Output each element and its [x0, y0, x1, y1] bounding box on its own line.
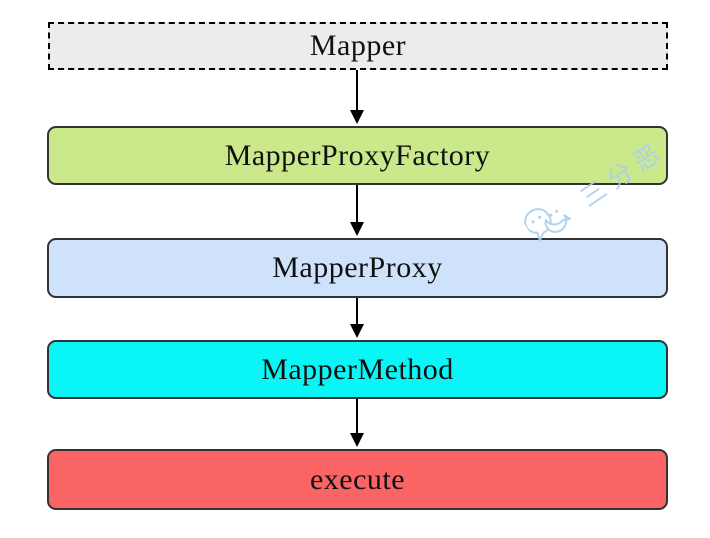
arrow-shaft: [356, 185, 358, 222]
node-mapperproxy-label: MapperProxy: [272, 251, 443, 284]
arrow-shaft: [356, 399, 358, 433]
arrow-down-4: [349, 399, 365, 447]
arrowhead-icon: [350, 324, 364, 338]
arrow-shaft: [356, 70, 358, 110]
arrow-shaft: [356, 298, 358, 324]
node-mapper: Mapper: [48, 22, 668, 70]
arrow-down-2: [349, 185, 365, 236]
node-mapperproxyfactory-label: MapperProxyFactory: [224, 138, 491, 172]
node-execute: execute: [47, 449, 668, 510]
node-execute-label: execute: [309, 462, 406, 496]
arrow-down-3: [349, 298, 365, 338]
arrowhead-icon: [350, 110, 364, 124]
node-mapper-label: Mapper: [309, 29, 407, 62]
node-mapperproxy: MapperProxy: [47, 238, 668, 298]
arrowhead-icon: [350, 433, 364, 447]
arrow-down-1: [349, 70, 365, 124]
arrowhead-icon: [350, 222, 364, 236]
node-mappermethod-label: MapperMethod: [261, 352, 454, 386]
node-mapperproxyfactory: MapperProxyFactory: [47, 126, 668, 185]
node-mappermethod: MapperMethod: [47, 340, 668, 399]
